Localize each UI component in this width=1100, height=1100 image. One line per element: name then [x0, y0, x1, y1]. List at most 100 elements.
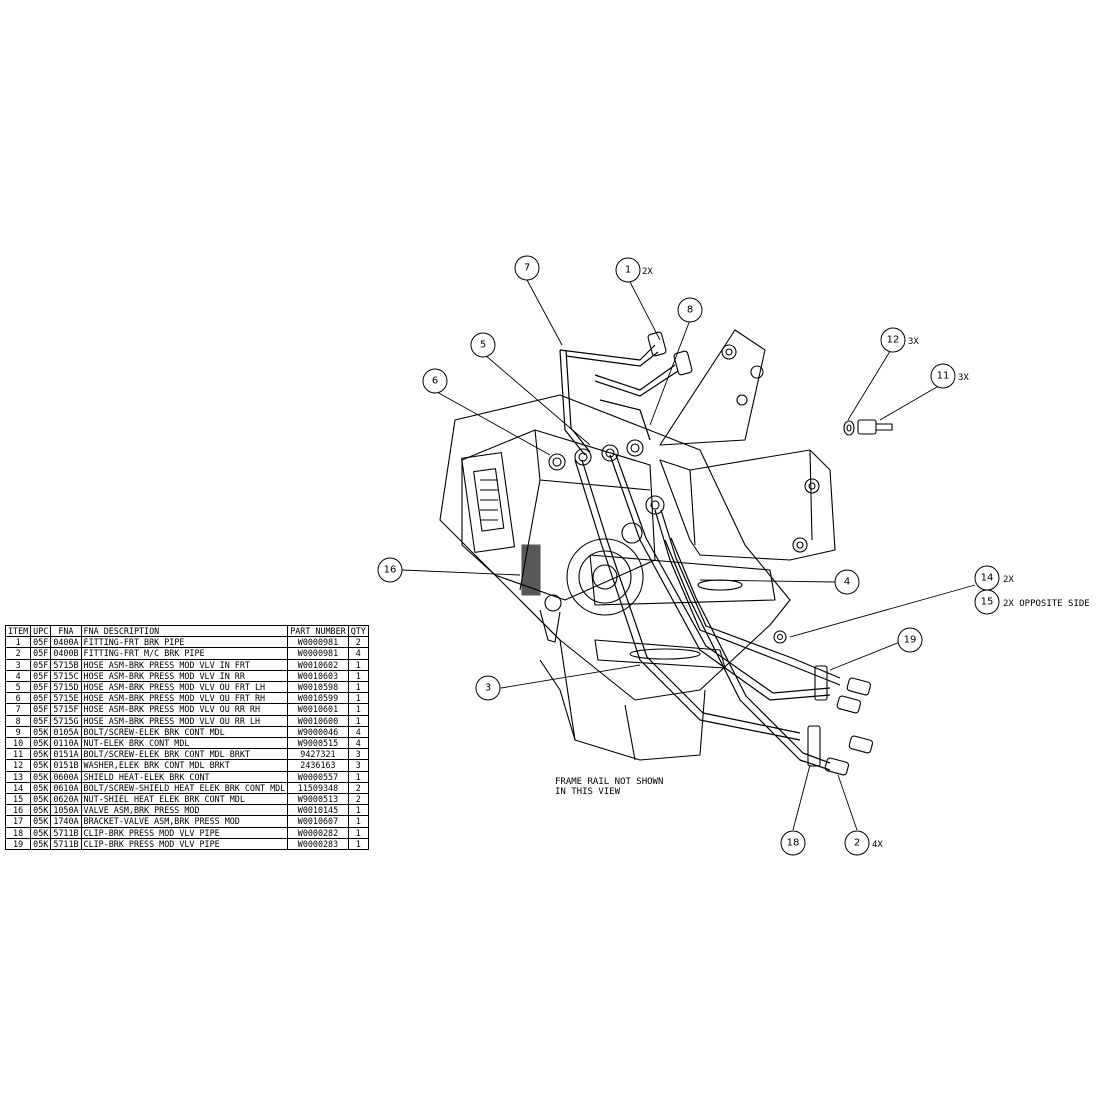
- svg-text:1: 1: [625, 265, 631, 276]
- valve-module: [461, 429, 656, 643]
- cell-qty: 1: [347, 837, 369, 851]
- svg-text:14: 14: [981, 573, 994, 584]
- cell-part-number: W9000513: [287, 793, 349, 806]
- cell-item: 5: [4, 681, 32, 694]
- cell-upc: 05F: [30, 658, 52, 671]
- svg-text:4X: 4X: [872, 840, 883, 850]
- cell-fna: 5715G: [50, 714, 82, 727]
- cell-qty: 4: [347, 737, 369, 750]
- svg-text:5: 5: [480, 340, 486, 351]
- header-fna: FNA: [50, 624, 82, 638]
- cell-upc: 05K: [30, 804, 52, 817]
- cell-item: 13: [4, 770, 32, 783]
- cell-part-number: 9427321: [287, 748, 349, 761]
- callout-18: 18: [780, 830, 806, 856]
- callout-16: 16: [377, 557, 403, 583]
- cell-upc: 05F: [30, 681, 52, 694]
- cell-part-number: 11509348: [287, 781, 349, 795]
- cell-part-number: W0010603: [287, 669, 349, 683]
- cell-upc: 05F: [30, 714, 52, 727]
- callout-8: 8: [677, 297, 703, 323]
- cell-upc: 05K: [30, 748, 52, 761]
- cell-qty: 1: [347, 770, 369, 783]
- cell-description: HOSE ASM-BRK PRESS MOD VLV OU RR LH: [80, 714, 289, 727]
- brake-pipes: [559, 344, 841, 771]
- parts-list-header-row: ITEM UPC FNA FNA DESCRIPTION PART NUMBER…: [4, 624, 369, 638]
- cell-description: FITTING-FRT M/C BRK PIPE: [80, 647, 289, 660]
- pipe-clips: [807, 665, 828, 767]
- callout-7: 7: [514, 255, 540, 281]
- cell-fna: 1050A: [50, 804, 82, 817]
- cell-upc: 05F: [30, 692, 52, 705]
- cell-upc: 05K: [30, 815, 52, 828]
- washer-and-bolt: [843, 419, 893, 436]
- cell-description: NUT-SHIEL HEAT ELEK BRK CONT MDL: [80, 793, 289, 806]
- cell-item: 8: [4, 714, 32, 727]
- cell-item: 4: [4, 669, 32, 683]
- cell-description: HOSE ASM-BRK PRESS MOD VLV IN FRT: [80, 658, 289, 671]
- cell-upc: 05F: [30, 703, 52, 716]
- svg-text:2X OPPOSITE SIDE: 2X OPPOSITE SIDE: [1003, 599, 1090, 609]
- cell-fna: 5711B: [50, 837, 82, 851]
- cell-fna: 5715C: [50, 669, 82, 683]
- cell-fna: 0400A: [50, 636, 82, 649]
- cell-part-number: W9000046: [287, 725, 349, 739]
- cell-upc: 05K: [30, 793, 52, 806]
- module-fittings: [548, 439, 665, 515]
- svg-text:2: 2: [854, 838, 860, 849]
- svg-text:2X: 2X: [1003, 575, 1014, 585]
- cell-item: 12: [4, 759, 32, 772]
- svg-text:7: 7: [524, 263, 530, 274]
- cell-description: BOLT/SCREW-ELEK BRK CONT MDL BRKT: [80, 748, 289, 761]
- callout-balloons: 1 2X 7 8 5 6 12 3X 11 3X: [377, 255, 1090, 856]
- cell-qty: 1: [347, 804, 369, 817]
- cell-description: BRACKET-VALVE ASM,BRK PRESS MOD: [80, 815, 289, 828]
- cell-upc: 05K: [30, 770, 52, 783]
- cell-part-number: W0010601: [287, 703, 349, 716]
- cell-fna: 0105A: [50, 725, 82, 739]
- callout-11: 11 3X: [930, 363, 969, 389]
- cell-qty: 1: [347, 703, 369, 716]
- cell-qty: 1: [347, 681, 369, 694]
- cell-description: CLIP-BRK PRESS MOD VLV PIPE: [80, 826, 289, 839]
- cell-description: CLIP-BRK PRESS MOD VLV PIPE: [80, 837, 289, 851]
- cell-item: 6: [4, 692, 32, 705]
- cell-item: 11: [4, 748, 32, 761]
- callout-2: 2 4X: [844, 830, 883, 856]
- svg-text:2X: 2X: [642, 267, 653, 277]
- callout-5: 5: [470, 332, 496, 358]
- callout-4: 4: [834, 569, 860, 595]
- cell-fna: 5711B: [50, 826, 82, 839]
- callout-14: 14 2X: [974, 565, 1014, 591]
- cell-part-number: W0000981: [287, 636, 349, 649]
- header-qty: QTY: [347, 624, 369, 638]
- header-upc: UPC: [30, 624, 52, 638]
- cell-qty: 1: [347, 714, 369, 727]
- cell-qty: 1: [347, 658, 369, 671]
- cell-item: 18: [4, 826, 32, 839]
- pipe-end-fittings: [647, 331, 874, 776]
- header-item: ITEM: [4, 624, 32, 638]
- svg-text:4: 4: [844, 577, 850, 588]
- cell-qty: 2: [347, 636, 369, 649]
- cell-description: NUT-ELEK BRK CONT MDL: [80, 737, 289, 750]
- callout-19: 19: [897, 627, 923, 653]
- cell-part-number: W0010145: [287, 804, 349, 817]
- svg-text:3X: 3X: [908, 337, 919, 347]
- cell-fna: 5715E: [50, 692, 82, 705]
- cell-fna: 0600A: [50, 770, 82, 783]
- svg-text:16: 16: [384, 565, 397, 576]
- cell-upc: 05K: [30, 737, 52, 750]
- callout-15: 15 2X OPPOSITE SIDE: [974, 589, 1090, 615]
- cell-part-number: W0010602: [287, 658, 349, 671]
- callout-12: 12 3X: [880, 327, 919, 353]
- heat-shield-plate: [439, 394, 791, 761]
